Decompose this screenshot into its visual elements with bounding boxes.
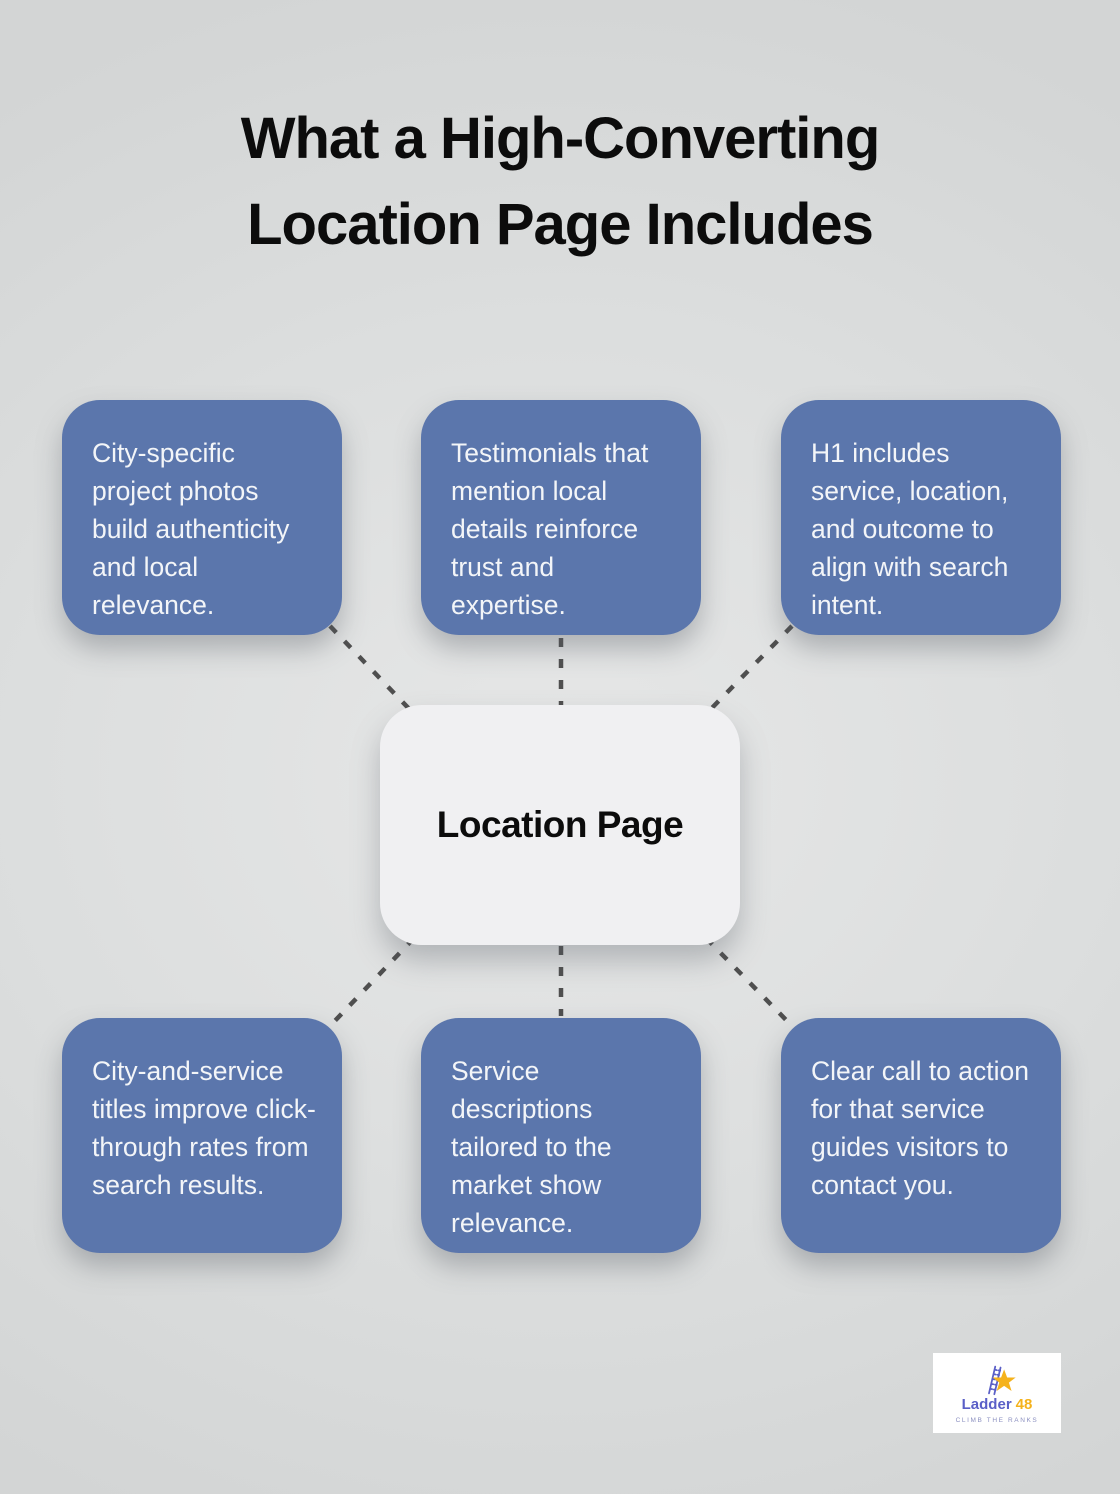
node-bottom-left: City-and-service titles improve click-th… <box>62 1018 342 1253</box>
center-node-label: Location Page <box>436 804 684 845</box>
node-top-middle: Testimonials that mention local details … <box>421 400 701 635</box>
connector-top-right <box>704 624 794 716</box>
center-node: Location Page <box>380 705 740 945</box>
logo-tagline: CLIMB THE RANKS <box>955 1417 1039 1424</box>
logo-name-accent: 48 <box>1015 1396 1033 1413</box>
node-bottom-right: Clear call to action for that service gu… <box>781 1018 1061 1253</box>
connector-bottom-right <box>704 936 794 1028</box>
node-bottom-middle: Service descriptions tailored to the mar… <box>421 1018 701 1253</box>
node-top-left: City-specific project photos build authe… <box>62 400 342 635</box>
connector-top-left <box>328 624 416 716</box>
logo-name-primary: Ladder <box>961 1396 1012 1413</box>
page-title: What a High-Converting Location Page Inc… <box>240 106 881 257</box>
connector-bottom-left <box>328 936 416 1028</box>
node-top-right: H1 includes service, location, and outco… <box>781 400 1061 635</box>
ladder-star-icon <box>988 1365 1016 1396</box>
